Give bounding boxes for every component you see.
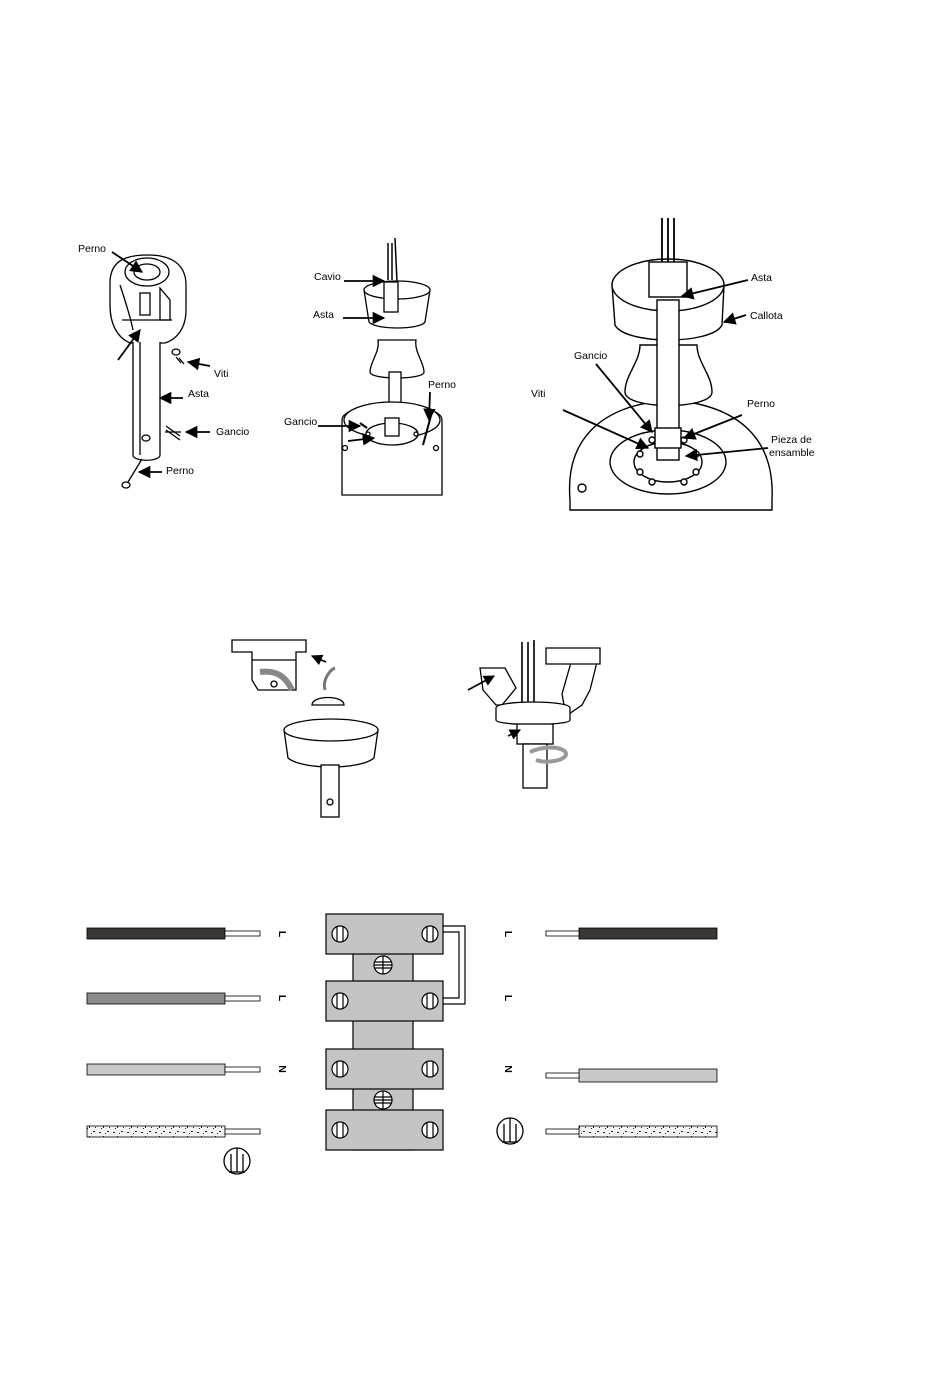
right-wire-blue-core xyxy=(546,1073,579,1078)
left-symbol-l2: L xyxy=(276,995,288,1002)
label-cavio: Cavio xyxy=(314,271,341,283)
left-wire-gray-core xyxy=(225,996,260,1001)
screw-icon xyxy=(422,926,438,942)
figure-rotate-lock xyxy=(468,640,600,788)
label-pieza-line1: Pieza de xyxy=(771,434,812,446)
label-perno-2: Perno xyxy=(428,379,456,391)
left-wire-gray xyxy=(87,993,225,1004)
label-perno-bottom: Perno xyxy=(166,465,194,477)
right-wire-ground-core xyxy=(546,1129,579,1134)
ground-icon-right xyxy=(497,1118,523,1144)
screw-icon xyxy=(332,993,348,1009)
right-symbols: L L N xyxy=(502,931,514,1073)
left-symbol-n: N xyxy=(276,1065,288,1073)
terminal-block xyxy=(326,914,465,1150)
right-symbol-l1: L xyxy=(502,931,514,938)
screw-icon xyxy=(422,993,438,1009)
label-asta-3: Asta xyxy=(751,272,772,284)
left-wire-brown xyxy=(87,928,225,939)
label-gancio-2: Gancio xyxy=(284,416,317,428)
left-wire-blue-core xyxy=(225,1067,260,1072)
figure-hang-on-bracket xyxy=(232,640,378,817)
label-pieza-line2: ensamble xyxy=(769,447,815,459)
screw-icon xyxy=(332,1061,348,1077)
left-wire-blue xyxy=(87,1064,225,1075)
figure-downrod-motor: Cavio Asta Perno Gancio xyxy=(284,238,456,495)
right-wire-ground xyxy=(579,1126,717,1137)
label-callota: Callota xyxy=(750,310,783,322)
motor-housing-drawing xyxy=(342,238,442,495)
left-symbol-l1: L xyxy=(276,931,288,938)
right-symbol-n: N xyxy=(502,1065,514,1073)
screw-icon xyxy=(332,926,348,942)
left-wire-ground xyxy=(87,1126,225,1137)
screw-icon xyxy=(422,1122,438,1138)
right-symbol-l2: L xyxy=(502,995,514,1002)
downrod-drawing xyxy=(110,255,186,488)
ground-icon xyxy=(224,1148,250,1174)
wiring-diagram: L L N L L N xyxy=(87,914,717,1174)
right-wire-brown xyxy=(579,928,717,939)
bracket-arrow xyxy=(312,656,326,662)
label-viti: Viti xyxy=(214,368,228,380)
figure-downrod-parts: Perno Viti Asta Gancio Perno xyxy=(78,243,249,488)
rotate-drawing xyxy=(480,640,600,788)
figure-closeup-assembly: Asta Callota Gancio Viti Perno Pieza de … xyxy=(531,218,815,510)
screw-icon xyxy=(422,1061,438,1077)
label-gancio: Gancio xyxy=(216,426,249,438)
label-perno-3: Perno xyxy=(747,398,775,410)
jumper-wire xyxy=(443,926,465,1004)
label-asta: Asta xyxy=(188,388,209,400)
label-viti-3: Viti xyxy=(531,388,545,400)
label-perno-top: Perno xyxy=(78,243,106,255)
right-wire-brown-core xyxy=(546,931,579,936)
label-asta-2: Asta xyxy=(313,309,334,321)
closeup-drawing xyxy=(570,218,773,510)
left-symbols: L L N xyxy=(276,931,288,1073)
screw-icon xyxy=(332,1122,348,1138)
right-wire-blue xyxy=(579,1069,717,1082)
label-gancio-3: Gancio xyxy=(574,350,607,362)
left-wire-brown-core xyxy=(225,931,260,936)
hanging-drawing xyxy=(232,640,378,817)
left-wire-ground-core xyxy=(225,1129,260,1134)
